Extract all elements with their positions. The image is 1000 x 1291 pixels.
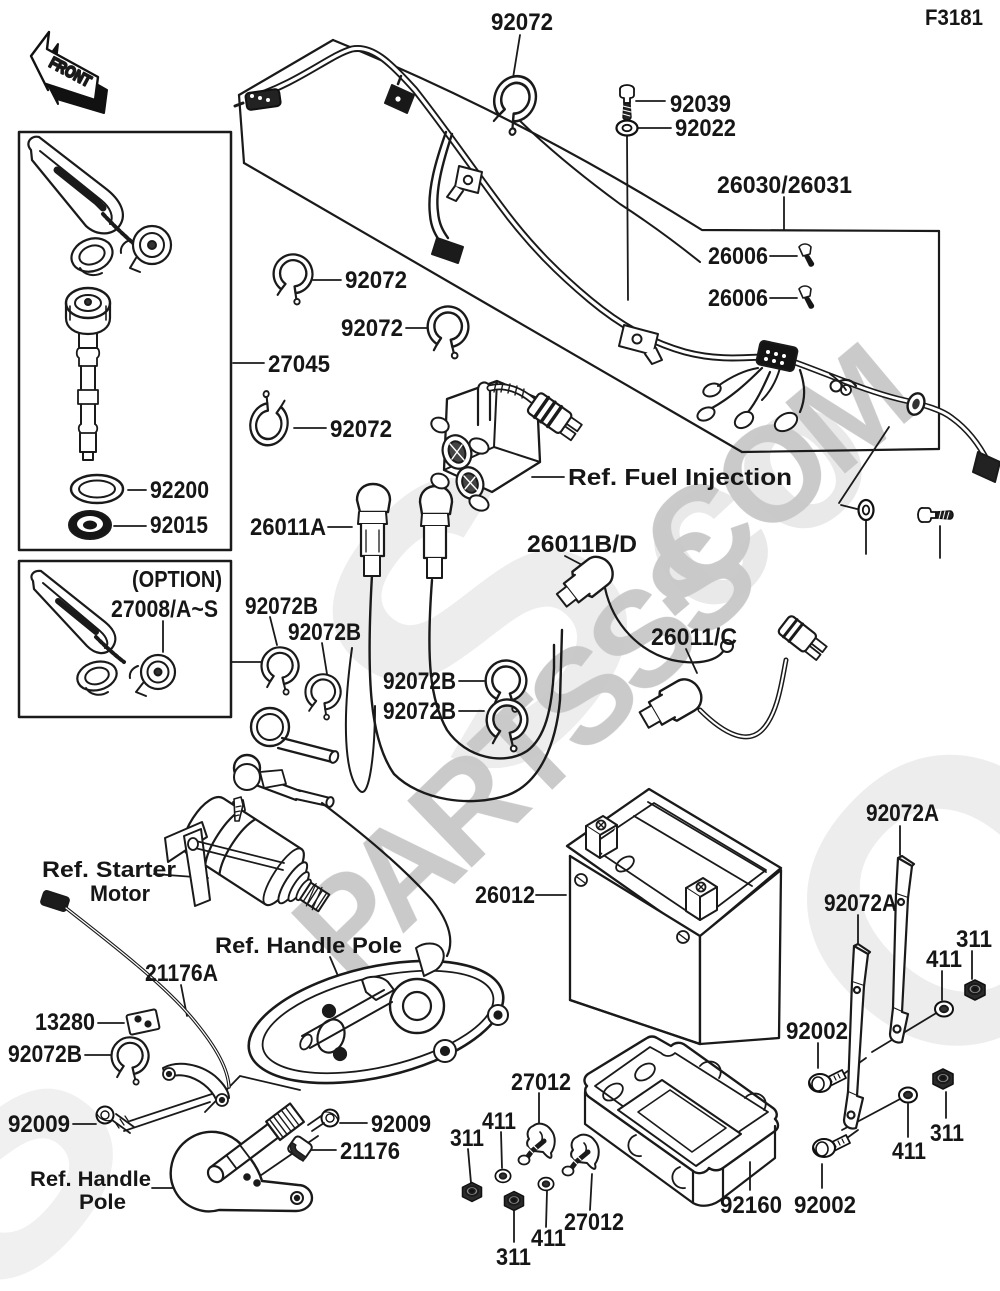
svg-text:411: 411 bbox=[892, 1138, 926, 1165]
svg-text:Ref. Fuel Injection: Ref. Fuel Injection bbox=[568, 464, 792, 490]
svg-text:92022: 92022 bbox=[675, 115, 736, 142]
svg-text:92160: 92160 bbox=[720, 1192, 782, 1219]
svg-text:311: 311 bbox=[450, 1125, 484, 1152]
svg-text:(OPTION): (OPTION) bbox=[132, 566, 222, 592]
svg-text:92072: 92072 bbox=[491, 9, 553, 36]
svg-text:92072B: 92072B bbox=[8, 1041, 82, 1068]
svg-text:26030/26031: 26030/26031 bbox=[717, 172, 852, 199]
svg-text:26006: 26006 bbox=[708, 285, 768, 312]
svg-text:311: 311 bbox=[930, 1120, 964, 1147]
svg-text:92002: 92002 bbox=[786, 1018, 848, 1045]
svg-text:92039: 92039 bbox=[670, 91, 731, 118]
svg-text:92009: 92009 bbox=[8, 1111, 70, 1138]
svg-text:92072A: 92072A bbox=[866, 800, 939, 827]
svg-text:26011B/D: 26011B/D bbox=[527, 531, 637, 558]
svg-text:21176A: 21176A bbox=[145, 960, 218, 987]
svg-text:92002: 92002 bbox=[794, 1192, 856, 1219]
svg-text:26011A: 26011A bbox=[250, 514, 326, 541]
svg-text:27012: 27012 bbox=[511, 1069, 571, 1096]
svg-text:92072B: 92072B bbox=[288, 619, 361, 646]
svg-text:27008/A~S: 27008/A~S bbox=[111, 596, 218, 623]
svg-text:92072A: 92072A bbox=[824, 890, 897, 917]
svg-text:26006: 26006 bbox=[708, 243, 768, 270]
svg-text:411: 411 bbox=[926, 946, 962, 973]
svg-text:411: 411 bbox=[531, 1225, 566, 1252]
svg-text:27045: 27045 bbox=[268, 351, 330, 378]
svg-text:26011/C: 26011/C bbox=[651, 624, 737, 651]
svg-text:92072B: 92072B bbox=[383, 668, 456, 695]
svg-text:Motor: Motor bbox=[90, 881, 150, 906]
svg-text:27012: 27012 bbox=[564, 1209, 624, 1236]
svg-text:311: 311 bbox=[956, 926, 992, 953]
svg-text:311: 311 bbox=[496, 1244, 531, 1271]
svg-text:92072B: 92072B bbox=[383, 698, 456, 725]
svg-text:92072: 92072 bbox=[345, 267, 407, 294]
svg-text:411: 411 bbox=[482, 1108, 516, 1135]
svg-text:Pole: Pole bbox=[79, 1191, 126, 1214]
svg-text:92072B: 92072B bbox=[245, 593, 318, 620]
svg-text:92072: 92072 bbox=[341, 315, 403, 342]
svg-text:92072: 92072 bbox=[330, 416, 392, 443]
svg-text:Ref. Handle Pole: Ref. Handle Pole bbox=[215, 933, 402, 958]
svg-text:21176: 21176 bbox=[340, 1138, 400, 1165]
svg-text:13280: 13280 bbox=[35, 1009, 95, 1036]
svg-text:92009: 92009 bbox=[371, 1111, 431, 1138]
svg-text:Ref. Handle: Ref. Handle bbox=[30, 1168, 151, 1191]
svg-text:Ref. Starter: Ref. Starter bbox=[42, 857, 176, 882]
svg-text:26012: 26012 bbox=[475, 882, 535, 909]
svg-text:F3181: F3181 bbox=[925, 5, 983, 30]
svg-text:92015: 92015 bbox=[150, 512, 208, 539]
svg-text:92200: 92200 bbox=[150, 477, 209, 504]
